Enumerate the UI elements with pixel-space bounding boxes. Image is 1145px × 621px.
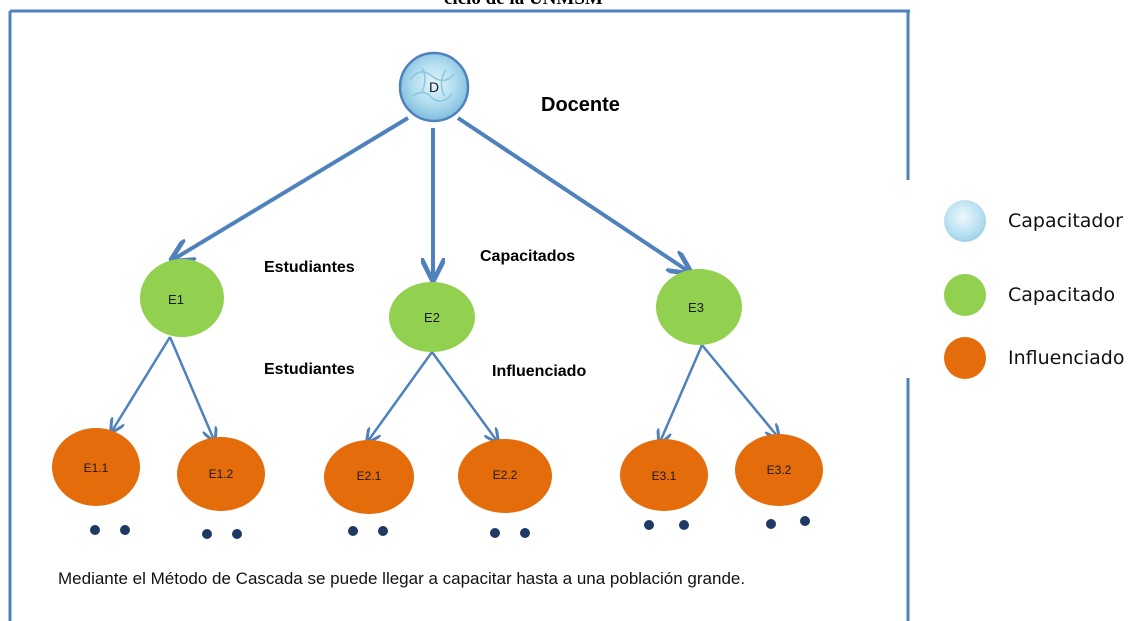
arrow-e3-e3-2 [701, 344, 778, 437]
legend-label: Capacitado [1008, 284, 1116, 306]
influenced-node-e1-2: E1.2 [177, 437, 265, 511]
capacitado-swatch-icon [944, 274, 986, 316]
legend-capacitador: Capacitador [944, 200, 1123, 242]
cut-off-header-text: ciclo de la UNMSM [444, 0, 603, 10]
svg-text:E2.1: E2.1 [357, 469, 382, 483]
legend-capacitado: Capacitado [944, 274, 1115, 316]
docente-label: Docente [541, 94, 620, 116]
influenced-node-e2-1: E2.1 [324, 440, 414, 514]
trained-node-e3: E3 [656, 269, 742, 345]
arrow-root-e3 [456, 116, 688, 271]
arrow-e3-e3-1 [660, 344, 704, 442]
influenced-node-e2-2: E2.2 [458, 439, 552, 513]
legend-influenciado: Influenciado [944, 337, 1124, 379]
capacitador-swatch-icon [944, 200, 986, 242]
svg-text:E3.2: E3.2 [767, 463, 792, 477]
arrow-root-e1 [174, 116, 410, 259]
influenced-node-e3-2: E3.2 [735, 434, 823, 506]
svg-text:E1.1: E1.1 [84, 461, 109, 475]
arrow-e1-e1-1 [112, 336, 172, 431]
diagram-caption: Mediante el Método de Cascada se puede l… [58, 569, 746, 588]
influenced-node-e1-1: E1.1 [52, 428, 140, 506]
diagram-frame [8, 9, 910, 621]
trained-label-right: Capacitados [480, 248, 575, 265]
svg-text:E2.2: E2.2 [493, 468, 518, 482]
root-arrows [174, 116, 688, 277]
trained-node-e2: E2 [389, 282, 475, 352]
legend-label: Influenciado [1008, 347, 1125, 369]
svg-text:E3: E3 [688, 300, 704, 315]
svg-text:E1: E1 [168, 292, 184, 307]
svg-text:E2: E2 [424, 310, 440, 325]
continuation-dots [90, 516, 810, 539]
svg-text:E1.2: E1.2 [209, 467, 234, 481]
arrow-e1-e1-2 [168, 336, 214, 440]
influenced-label-right: Influenciado [492, 363, 586, 380]
trained-node-e1: E1 [140, 259, 224, 337]
influenced-label-left: Estudiantes [264, 361, 355, 378]
child-arrows [112, 336, 778, 442]
legend-label: Capacitador [1008, 210, 1123, 232]
svg-text:E3.1: E3.1 [652, 469, 677, 483]
arrow-e2-e2-2 [430, 351, 497, 441]
influenciado-swatch-icon [944, 337, 986, 379]
arrow-e2-e2-1 [368, 351, 434, 441]
root-node-label: D [429, 79, 439, 95]
root-node-docente: D [398, 51, 470, 123]
influenced-node-e3-1: E3.1 [620, 439, 708, 511]
trained-label-left: Estudiantes [264, 259, 355, 276]
